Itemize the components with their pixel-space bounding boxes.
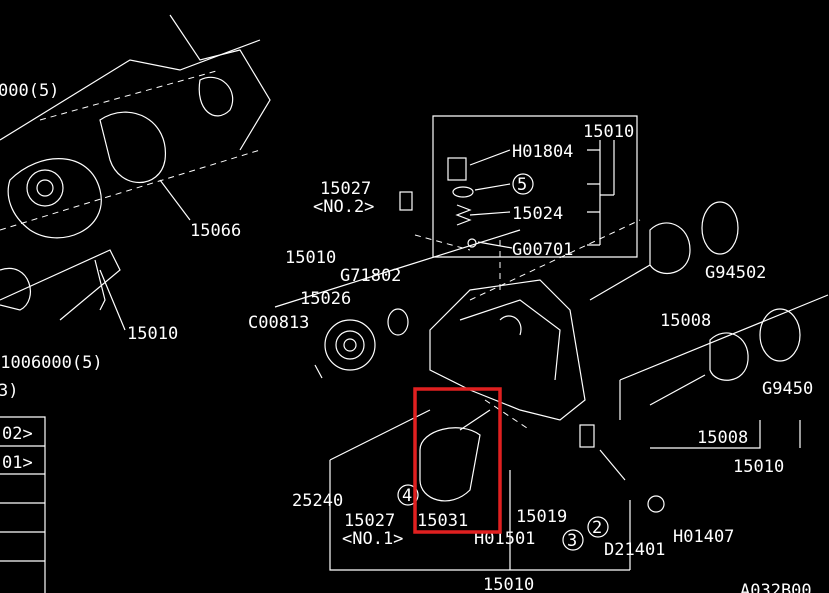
label-15031: 15031 xyxy=(417,511,468,531)
label-15027-no2-sub: <NO.2> xyxy=(313,197,374,217)
table-row: 02> xyxy=(2,424,33,444)
label-15027-no1: 15027 xyxy=(344,511,395,531)
label-qty-ref: 3) xyxy=(0,381,18,401)
callout-circle-5 xyxy=(512,173,534,195)
label-h01501: H01501 xyxy=(474,529,535,549)
label-15027-no2: 15027 xyxy=(320,179,371,199)
rotor-drawing xyxy=(589,201,801,406)
callout-circle-2 xyxy=(587,516,609,538)
label-c00813: C00813 xyxy=(248,313,309,333)
label-g9450: G9450 xyxy=(762,379,813,399)
label-g00701: G00701 xyxy=(512,240,573,260)
label-15066: 15066 xyxy=(190,221,241,241)
label-g71802: G71802 xyxy=(340,266,401,286)
label-15026: 15026 xyxy=(300,289,351,309)
label-25240: 25240 xyxy=(292,491,343,511)
label-bolt-ref: B1006000(5) xyxy=(0,353,103,373)
label-15010-mid: 15010 xyxy=(285,248,336,268)
label-h01804: H01804 xyxy=(512,142,573,162)
label-15010-bottom: 15010 xyxy=(483,575,534,593)
label-g94502: G94502 xyxy=(705,263,766,283)
label-h01407: H01407 xyxy=(673,527,734,547)
parts-table: 02> 01> xyxy=(0,416,46,593)
table-row: 01> xyxy=(2,453,33,473)
label-circle-5: 5 xyxy=(517,175,527,195)
kit-box-title: 15010 xyxy=(583,122,634,142)
label-15010-left: 15010 xyxy=(127,324,178,344)
highlight-box-15031[interactable] xyxy=(413,387,502,534)
label-top-part: 000(5) xyxy=(0,81,59,101)
label-15024: 15024 xyxy=(512,204,563,224)
label-15027-no1-sub: <NO.1> xyxy=(342,529,403,549)
kit-box xyxy=(432,115,638,258)
label-d21401: D21401 xyxy=(604,540,665,560)
label-15008-b: 15008 xyxy=(697,428,748,448)
callout-circle-3 xyxy=(562,529,584,551)
engine-block-drawing xyxy=(0,14,271,331)
oil-pump-drawing xyxy=(314,191,665,513)
label-15008-a: 15008 xyxy=(660,311,711,331)
figure-code: A032B00 xyxy=(740,581,812,593)
label-circle-4: 4 xyxy=(402,486,412,506)
label-circle-2: 2 xyxy=(592,518,602,538)
callout-circle-4 xyxy=(397,484,419,506)
label-15010-right: 15010 xyxy=(733,457,784,477)
label-15019: 15019 xyxy=(516,507,567,527)
label-circle-3: 3 xyxy=(567,531,577,551)
